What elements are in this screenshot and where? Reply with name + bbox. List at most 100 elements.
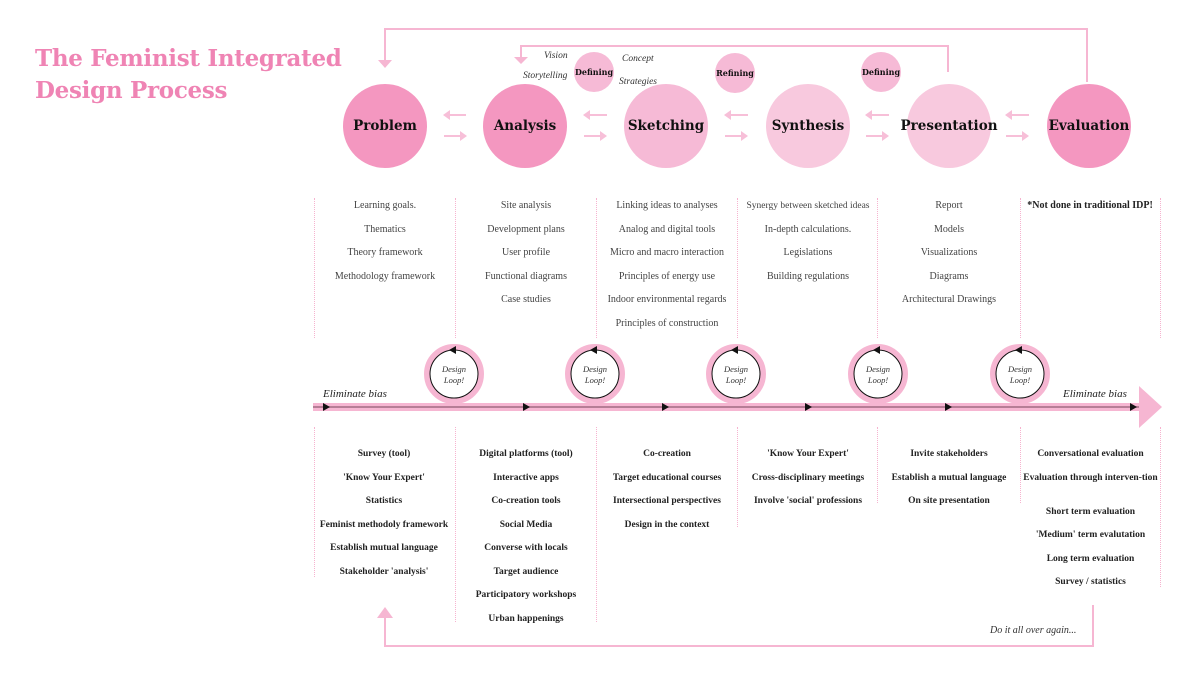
arrow-head-down-icon xyxy=(514,57,528,64)
defining-circle-1: Defining xyxy=(574,52,614,92)
list-item: Participatory workshops xyxy=(475,590,577,600)
column-divider xyxy=(1020,427,1021,503)
repeat-loop-line xyxy=(384,605,1094,647)
arrow-head-up-icon xyxy=(377,607,393,618)
list-item: Models xyxy=(934,223,964,235)
list-item: Design in the context xyxy=(624,519,710,530)
stage-analysis: Analysis xyxy=(483,84,567,168)
list-item: Co-creation tools xyxy=(491,496,561,506)
design-loop-circle-4 xyxy=(848,344,908,404)
list-item: 'Medium' term evalutation xyxy=(1035,530,1146,540)
annotation-concept: Concept xyxy=(622,54,654,64)
top-list-presentation: Report Models Visualizations Diagrams Ar… xyxy=(879,199,1019,317)
column-divider xyxy=(1020,198,1021,338)
arrow-pair-3 xyxy=(724,110,748,141)
stage-label: Analysis xyxy=(493,118,557,134)
list-item: Visualizations xyxy=(920,247,978,258)
design-loop-circle-1 xyxy=(424,344,484,404)
list-item: Intersectional perspectives xyxy=(613,496,721,506)
arrow-pair-1 xyxy=(443,110,467,141)
bottom-list-presentation: Invite stakeholders Establish a mutual l… xyxy=(879,447,1019,518)
arrow-pair-4 xyxy=(865,110,889,141)
loop-text: Loop! xyxy=(443,375,465,385)
list-item: Conversational evaluation xyxy=(1037,449,1144,459)
list-item: Principles of construction xyxy=(615,317,719,329)
loop-text: Design xyxy=(723,364,749,374)
list-item: In-depth calculations. xyxy=(764,223,852,235)
annotation-vision: Vision xyxy=(544,51,568,61)
list-item: Diagrams xyxy=(929,270,969,282)
feedback-loop-presentation-to-analysis xyxy=(520,45,949,72)
top-list-evaluation: *Not done in traditional IDP! xyxy=(1021,199,1159,223)
stage-arrows xyxy=(443,110,1029,141)
evaluation-note: *Not done in traditional IDP! xyxy=(1027,200,1153,211)
list-item: Co-creation xyxy=(643,449,691,459)
list-item: Involve 'social' professions xyxy=(753,496,863,506)
bottom-list-analysis: Digital platforms (tool) Interactive app… xyxy=(457,447,595,635)
list-item: Report xyxy=(935,200,963,211)
stage-synthesis: Synthesis xyxy=(766,84,850,168)
list-item: Survey (tool) xyxy=(357,449,411,459)
design-loop-circle-3 xyxy=(706,344,766,404)
column-divider xyxy=(1160,427,1161,587)
feedback-loop-evaluation-to-problem xyxy=(384,28,1088,82)
timeline-tick-arrows xyxy=(323,403,1137,411)
timeline-arrow xyxy=(313,386,1162,428)
list-item: Social Media xyxy=(499,519,553,530)
defining-label: Defining xyxy=(574,67,614,77)
arrow-head-down-icon xyxy=(378,60,392,68)
design-loop-circle-5 xyxy=(990,344,1050,404)
list-item: Target audience xyxy=(493,566,559,577)
list-item: Synergy between sketched ideas xyxy=(746,201,870,211)
list-item: Long term evaluation xyxy=(1046,553,1135,564)
list-item: Case studies xyxy=(501,294,551,305)
top-list-sketching: Linking ideas to analyses Analog and dig… xyxy=(597,199,737,340)
eliminate-bias-left: Eliminate bias xyxy=(323,388,387,400)
list-item: On site presentation xyxy=(908,496,990,506)
loop-text: Loop! xyxy=(1009,375,1031,385)
list-item: Establish mutual language xyxy=(330,543,438,553)
defining-circle-2: Defining xyxy=(861,52,901,92)
list-item: Micro and macro interaction xyxy=(609,247,725,258)
list-item: Survey / statistics xyxy=(1055,577,1126,587)
list-item: Statistics xyxy=(365,496,403,506)
arrow-pair-5 xyxy=(1005,110,1029,141)
list-item: Target educational courses xyxy=(612,472,722,483)
column-divider xyxy=(596,198,597,338)
list-item: Learning goals. xyxy=(353,200,417,211)
list-item: 'Know Your Expert' xyxy=(767,449,849,459)
loop-text: Loop! xyxy=(725,375,747,385)
loop-text: Design xyxy=(865,364,891,374)
column-divider xyxy=(737,427,738,527)
stage-label: Evaluation xyxy=(1048,118,1130,134)
bottom-list-synthesis: 'Know Your Expert' Cross-disciplinary me… xyxy=(738,447,878,518)
list-item: User profile xyxy=(501,247,551,258)
list-item: Stakeholder 'analysis' xyxy=(339,566,429,577)
list-item: Cross-disciplinary meetings xyxy=(751,472,865,483)
column-divider xyxy=(596,427,597,622)
design-loops xyxy=(424,344,1050,404)
list-item: Interactive apps xyxy=(493,472,559,483)
loop-text: Design xyxy=(582,364,608,374)
column-divider xyxy=(455,198,456,338)
repeat-label: Do it all over again... xyxy=(990,625,1077,636)
stage-problem: Problem xyxy=(343,84,427,168)
list-item: Functional diagrams xyxy=(485,270,567,282)
stage-evaluation: Evaluation xyxy=(1047,84,1131,168)
arrow-pair-2 xyxy=(583,110,607,141)
list-item: Analog and digital tools xyxy=(618,223,716,235)
annotation-storytelling: Storytelling xyxy=(523,71,568,81)
list-item: Site analysis xyxy=(500,200,552,211)
column-divider xyxy=(877,427,878,503)
refining-label: Refining xyxy=(716,68,754,78)
list-item: Legislations xyxy=(783,247,833,258)
diagram-title: The Feminist Integrated Design Process xyxy=(35,43,342,107)
column-divider xyxy=(455,427,456,622)
refining-circle: Refining xyxy=(715,53,755,93)
top-list-problem: Learning goals. Thematics Theory framewo… xyxy=(316,199,454,293)
list-item: Feminist methodoly framework xyxy=(319,519,449,530)
stage-presentation: Presentation xyxy=(900,84,998,168)
column-divider xyxy=(1160,198,1161,338)
